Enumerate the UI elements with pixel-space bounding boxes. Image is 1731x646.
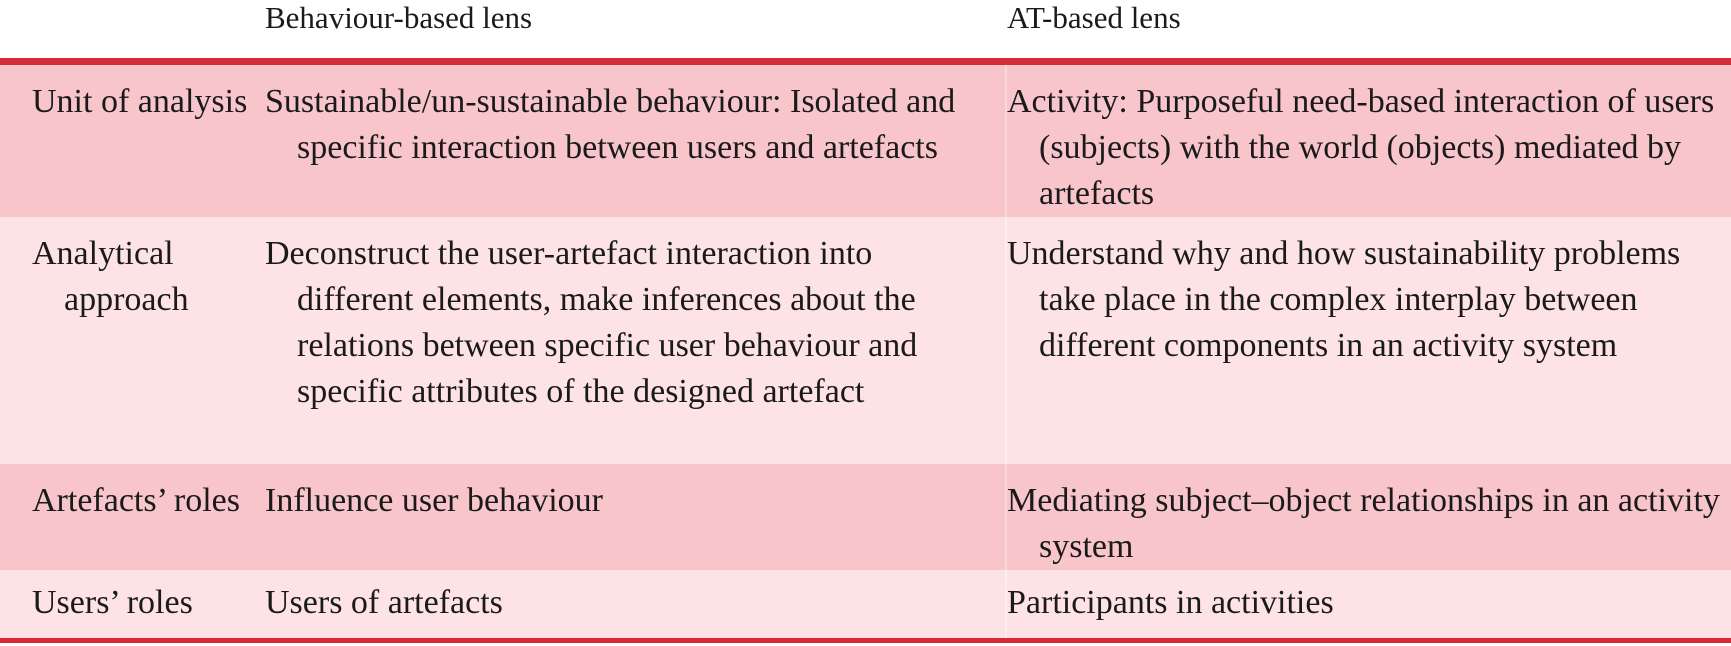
header-rule	[0, 58, 1731, 65]
row-label: Unit of analysis	[32, 83, 248, 120]
behaviour-cell: Users of artefacts	[265, 584, 503, 621]
table-row-analytical-approach: Analytical approach Deconstruct the user…	[0, 217, 1731, 464]
column-separator	[1005, 65, 1007, 638]
table-row-unit-of-analysis: Unit of analysis Sustainable/un-sustaina…	[0, 65, 1731, 217]
row-label: Artefacts’ roles	[32, 482, 240, 519]
at-cell: Activity: Purposeful need-based interact…	[1007, 83, 1715, 212]
table-header: Behaviour-based lens AT-based lens	[0, 0, 1731, 58]
table-row-artefacts-roles: Artefacts’ roles Influence user behaviou…	[0, 464, 1731, 570]
row-label: Users’ roles	[32, 584, 193, 621]
behaviour-cell: Sustainable/un-sustainable behaviour: Is…	[265, 83, 956, 166]
behaviour-cell: Influence user behaviour	[265, 482, 603, 519]
at-cell: Mediating subject–object relationships i…	[1007, 482, 1720, 565]
table-row-users-roles: Users’ roles Users of artefacts Particip…	[0, 570, 1731, 638]
at-cell: Understand why and how sustainability pr…	[1007, 235, 1681, 364]
header-at-lens: AT-based lens	[1007, 0, 1181, 35]
header-behaviour-lens: Behaviour-based lens	[265, 0, 533, 35]
row-label: Analytical approach	[32, 235, 189, 318]
behaviour-cell: Deconstruct the user-artefact interactio…	[265, 235, 918, 410]
at-cell: Participants in activities	[1007, 584, 1334, 621]
footer-rule	[0, 638, 1731, 643]
